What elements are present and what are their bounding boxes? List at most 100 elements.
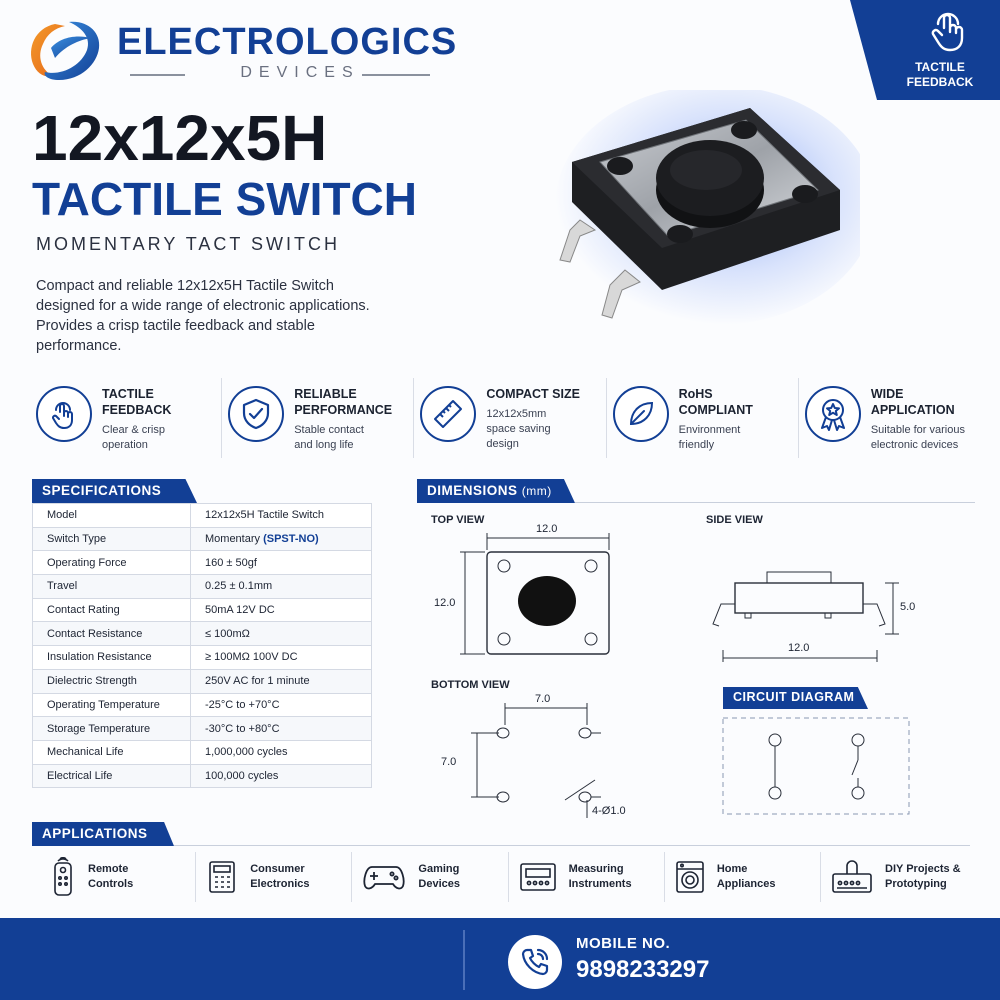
divider xyxy=(575,502,975,503)
spec-value: ≤ 100mΩ xyxy=(190,621,372,647)
spec-label: Contact Resistance xyxy=(32,621,191,647)
feature-desc-line: electronic devices xyxy=(870,439,959,451)
spec-value: 250V AC for 1 minute xyxy=(190,668,372,694)
feature-item: RELIABLE PERFORMANCE Stable contact and l… xyxy=(222,378,415,458)
bottom-view-label: BOTTOM VIEW xyxy=(431,679,510,691)
feature-title: RELIABLE xyxy=(294,387,357,401)
specifications-heading: SPECIFICATIONS xyxy=(32,479,197,503)
top-view-width: 12.0 xyxy=(536,523,558,535)
touch-hand-icon xyxy=(931,12,964,52)
leaf-icon xyxy=(612,386,669,442)
footer-bar xyxy=(0,918,1000,1000)
table-row: Insulation Resistance≥ 100MΩ 100V DC xyxy=(32,645,372,670)
corner-badge-line1: TACTILE xyxy=(915,60,965,74)
top-view-height: 12.0 xyxy=(434,597,456,609)
divider xyxy=(463,930,465,990)
table-row: Operating Temperature-25°C to +70°C xyxy=(32,692,372,718)
shield-check-icon xyxy=(228,386,285,442)
spec-label: Electrical Life xyxy=(32,763,191,789)
circuit-board-icon xyxy=(832,860,872,893)
bottom-view-holes: 4-Ø1.0 xyxy=(592,805,626,817)
application-label: Devices xyxy=(418,878,460,890)
calculator-icon xyxy=(209,861,236,893)
applications-heading: APPLICATIONS xyxy=(32,822,174,846)
divider xyxy=(362,74,430,76)
feature-desc-line: 12x12x5mm xyxy=(486,408,547,420)
spec-value: 50mA 12V DC xyxy=(190,597,372,623)
feature-title: WIDE xyxy=(870,387,904,401)
feature-title: RoHS xyxy=(678,387,713,401)
application-label: Consumer xyxy=(250,863,305,875)
circuit-diagram-heading: CIRCUIT DIAGRAM xyxy=(723,687,868,709)
corner-badge-text: TACTILE FEEDBACK xyxy=(890,60,990,90)
phone-icon[interactable] xyxy=(508,935,562,989)
application-label: Prototyping xyxy=(885,878,947,890)
brand-name: ELECTROLOGICS xyxy=(117,21,458,63)
side-view-width: 12.0 xyxy=(788,642,810,654)
dimensions-title: DIMENSIONS xyxy=(427,483,518,498)
spec-value: 160 ± 50gf xyxy=(190,550,372,576)
product-image xyxy=(555,90,860,325)
spec-value: 0.25 ± 0.1mm xyxy=(190,574,372,599)
brand-subtitle: DEVICES xyxy=(240,64,360,81)
divider xyxy=(174,845,970,846)
page-tagline: MOMENTARY TACT SWITCH xyxy=(36,234,341,254)
spec-label: Operating Temperature xyxy=(32,692,191,718)
side-view-height: 5.0 xyxy=(900,601,916,613)
ruler-icon xyxy=(420,386,477,442)
feature-desc-line: and long life xyxy=(294,439,354,451)
feature-desc-line: Clear & crisp xyxy=(102,424,165,436)
spec-value-highlight: (SPST-NO) xyxy=(263,533,319,546)
spec-label: Storage Temperature xyxy=(32,716,191,741)
feature-desc-line: operation xyxy=(102,439,148,451)
mobile-number[interactable]: 9898233297 xyxy=(576,956,710,983)
feature-desc-line: friendly xyxy=(678,439,715,451)
application-label: DIY Projects & xyxy=(885,863,961,875)
spec-label: Switch Type xyxy=(32,526,191,552)
application-label: Measuring xyxy=(568,863,624,875)
top-view-drawing xyxy=(460,533,610,655)
feature-desc-line: space saving xyxy=(486,423,551,435)
spec-value: Momentary (SPST-NO) xyxy=(190,526,372,552)
bottom-view-drawing xyxy=(471,703,601,818)
feature-title: TACTILE xyxy=(102,387,154,401)
dimensions-unit: (mm) xyxy=(521,484,552,498)
bottom-view-height: 7.0 xyxy=(441,756,457,768)
application-label: Instruments xyxy=(568,878,632,890)
spec-value: -30°C to +80°C xyxy=(190,716,372,741)
corner-badge xyxy=(850,0,1000,100)
feature-desc: Clear & crisp operation xyxy=(102,423,171,453)
spec-value: 1,000,000 cycles xyxy=(190,739,372,765)
spec-label: Operating Force xyxy=(32,550,191,576)
feature-title: COMPACT SIZE xyxy=(486,387,580,401)
feature-title: APPLICATION xyxy=(870,403,955,417)
dimensions-heading: DIMENSIONS (mm) xyxy=(417,479,575,503)
page-subtitle: TACTILE SWITCH xyxy=(32,173,417,225)
feature-title: PERFORMANCE xyxy=(294,403,393,417)
application-item: DIY Projects & Prototyping xyxy=(821,852,980,902)
mobile-label: MOBILE NO. xyxy=(576,935,671,952)
table-row: Storage Temperature-30°C to +80°C xyxy=(32,716,372,741)
spec-label: Model xyxy=(32,503,191,528)
application-label: Home xyxy=(716,863,748,875)
gamepad-icon xyxy=(363,866,405,890)
feature-desc-line: Stable contact xyxy=(294,424,364,436)
